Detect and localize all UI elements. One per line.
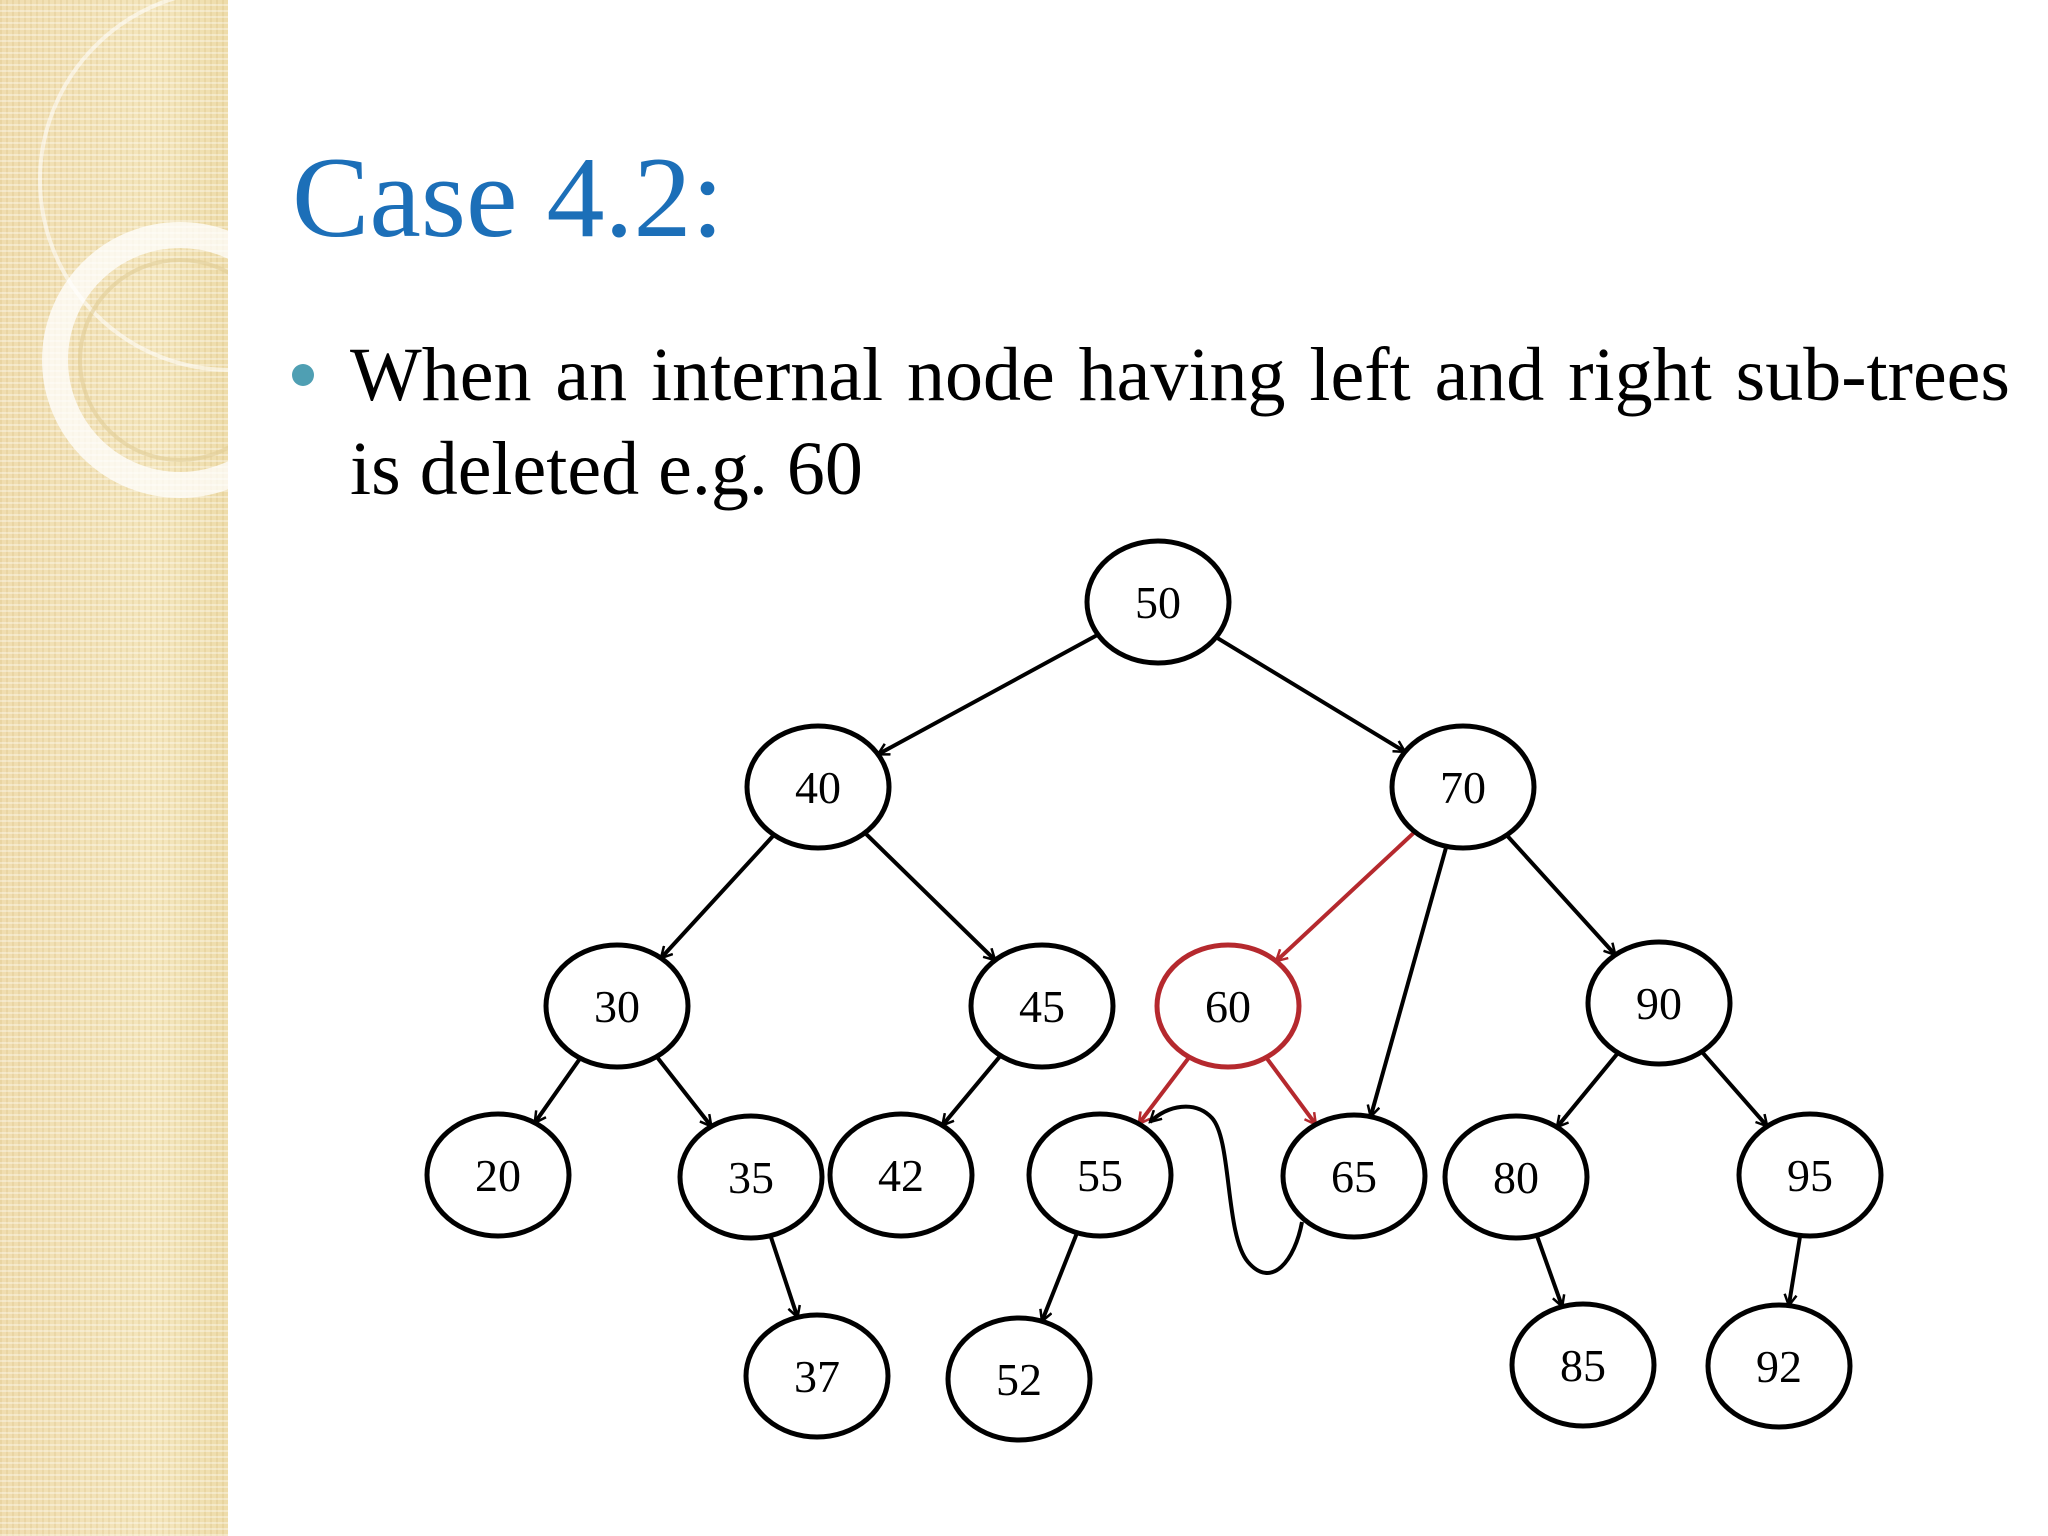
edge-70-to-65 [1371, 845, 1449, 1116]
edge-30-to-20 [533, 1057, 582, 1123]
node-45: 45 [968, 942, 1116, 1070]
edge-70-to-90 [1505, 833, 1616, 955]
node-90: 90 [1585, 939, 1733, 1067]
node-circle [543, 942, 691, 1070]
node-circle [1585, 939, 1733, 1067]
node-circle [1736, 1111, 1884, 1239]
node-40: 40 [744, 723, 892, 851]
edge-30-to-35 [655, 1055, 712, 1127]
bullet-text: When an internal node having left and ri… [350, 333, 2010, 511]
node-label: 45 [1019, 981, 1065, 1032]
node-label: 95 [1787, 1150, 1833, 1201]
node-label: 35 [728, 1152, 774, 1203]
node-circle [1389, 723, 1537, 851]
node-label: 92 [1756, 1341, 1802, 1392]
node-label: 50 [1135, 577, 1181, 628]
node-35: 35 [677, 1113, 825, 1241]
edge-50-to-40 [878, 632, 1099, 757]
node-circle [677, 1113, 825, 1241]
edge-55-to-52 [1042, 1231, 1079, 1322]
node-circle [1442, 1113, 1590, 1241]
node-92: 92 [1705, 1302, 1853, 1430]
node-50: 50 [1084, 538, 1232, 666]
edge-50-to-70 [1214, 635, 1405, 754]
node-label: 37 [794, 1351, 840, 1402]
node-circle [1026, 1111, 1174, 1239]
node-label: 80 [1493, 1152, 1539, 1203]
node-label: 55 [1077, 1150, 1123, 1201]
edge-95-to-92 [1789, 1235, 1803, 1305]
node-label: 90 [1636, 978, 1682, 1029]
node-circle [1705, 1302, 1853, 1430]
node-label: 85 [1560, 1340, 1606, 1391]
node-circle [968, 942, 1116, 1070]
bullet-icon [292, 364, 314, 386]
node-circle [1280, 1112, 1428, 1240]
edge-40-to-30 [661, 833, 776, 958]
node-label: 70 [1440, 762, 1486, 813]
edge-60-to-65 [1264, 1056, 1318, 1124]
tree-edges [533, 632, 1803, 1322]
node-circle [744, 723, 892, 851]
node-60: 60 [1154, 942, 1302, 1070]
node-20: 20 [424, 1111, 572, 1239]
node-85: 85 [1509, 1301, 1657, 1429]
node-label: 65 [1331, 1151, 1377, 1202]
node-52: 52 [945, 1315, 1093, 1443]
node-label: 40 [795, 762, 841, 813]
node-42: 42 [827, 1111, 975, 1239]
edge-80-to-85 [1534, 1234, 1562, 1306]
node-70: 70 [1389, 723, 1537, 851]
node-37: 37 [743, 1312, 891, 1440]
node-circle [1154, 942, 1302, 1070]
tree-nodes: 50 40 70 30 45 60 90 20 35 42 55 65 80 95 37 52 85 92 [424, 538, 1884, 1443]
edge-45-to-42 [942, 1054, 1003, 1126]
node-label: 20 [475, 1150, 521, 1201]
node-circle [424, 1111, 572, 1239]
node-label: 52 [996, 1354, 1042, 1405]
node-label: 42 [878, 1150, 924, 1201]
node-label: 30 [594, 981, 640, 1032]
edge-60-to-55 [1137, 1055, 1191, 1124]
node-label: 60 [1205, 981, 1251, 1032]
edge-90-to-95 [1700, 1050, 1767, 1127]
edge-90-to-80 [1557, 1051, 1620, 1127]
node-circle [1509, 1301, 1657, 1429]
node-circle [1084, 538, 1232, 666]
edge-35-to-37 [768, 1235, 797, 1318]
edge-70-to-60 [1276, 830, 1417, 961]
node-65: 65 [1280, 1112, 1428, 1240]
node-30: 30 [543, 942, 691, 1070]
node-circle [827, 1111, 975, 1239]
slide-title: Case 4.2: [292, 134, 724, 262]
node-80: 80 [1442, 1113, 1590, 1241]
edge-40-to-45 [863, 831, 995, 960]
decorative-side-band [0, 0, 228, 1536]
curve-65-to-55 [1150, 1104, 1304, 1275]
decorative-rings [38, 0, 228, 498]
node-55: 55 [1026, 1111, 1174, 1239]
node-95: 95 [1736, 1111, 1884, 1239]
node-circle [743, 1312, 891, 1440]
node-circle [945, 1315, 1093, 1443]
